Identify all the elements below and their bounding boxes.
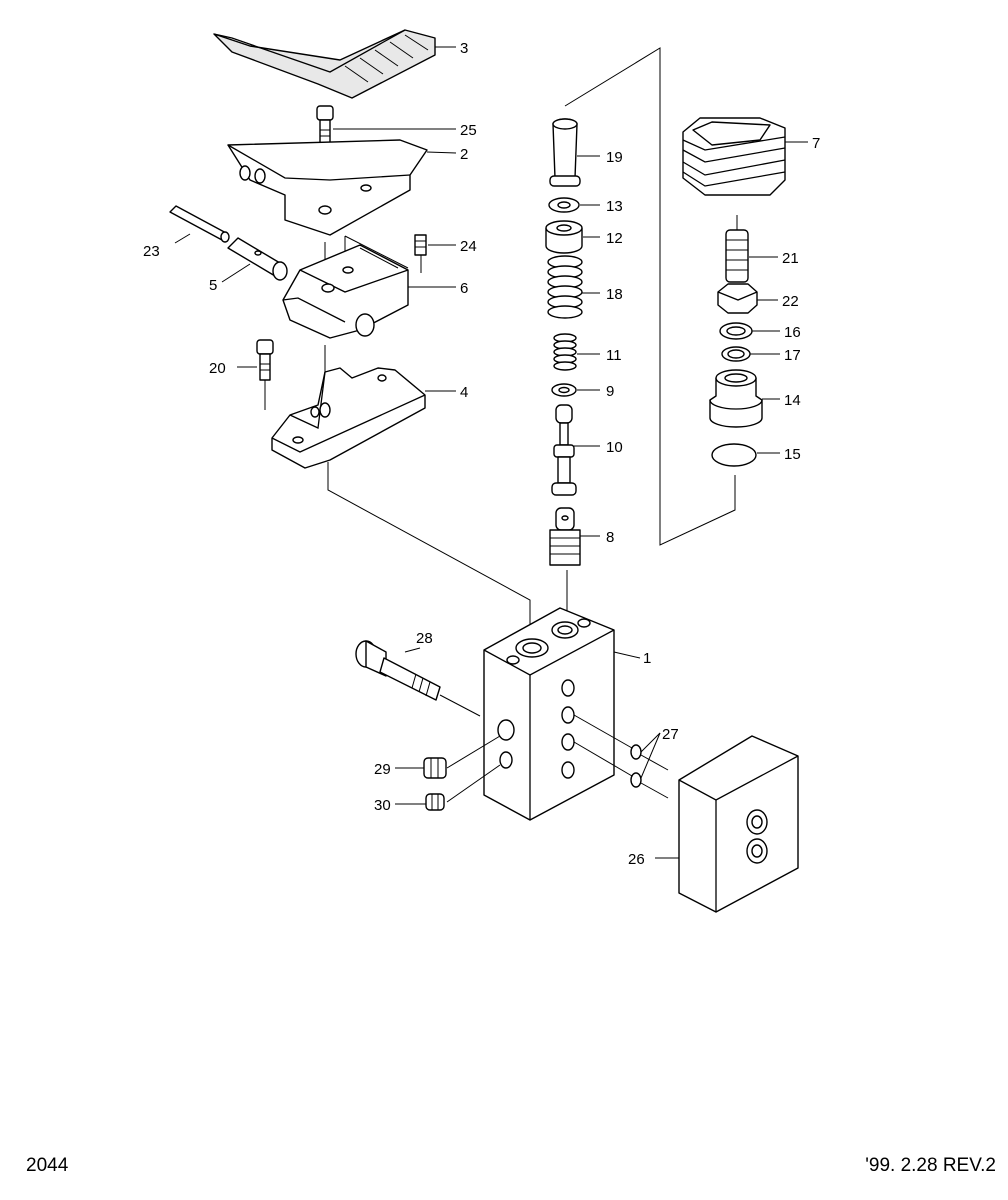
leader-lines <box>174 46 808 859</box>
cap-screw-25 <box>316 105 334 147</box>
sleeve-5 <box>227 237 288 281</box>
callout-11: 11 <box>606 347 622 364</box>
base-bracket <box>271 367 426 469</box>
washer-16 <box>719 322 753 340</box>
hex-nut-22 <box>717 283 758 314</box>
callout-25: 25 <box>460 122 477 139</box>
washer-17 <box>721 346 751 362</box>
callout-22: 22 <box>782 293 799 310</box>
bolt-28 <box>355 640 441 701</box>
callout-23: 23 <box>143 243 160 260</box>
callout-4: 4 <box>460 384 468 401</box>
o-rings-27 <box>630 744 642 788</box>
flange-plate-26 <box>678 735 799 913</box>
callout-27: 27 <box>662 726 679 743</box>
pedal-bracket <box>227 139 428 236</box>
callout-28: 28 <box>416 630 433 647</box>
callout-29: 29 <box>374 761 391 778</box>
callout-1: 1 <box>643 650 651 667</box>
pedal-pad <box>213 29 436 99</box>
callout-labels: 1 2 3 4 5 6 7 8 9 10 11 12 13 14 15 16 1… <box>143 40 820 868</box>
callout-7: 7 <box>812 135 820 152</box>
plug-14 <box>709 369 763 428</box>
plug-29 <box>423 757 447 779</box>
set-screw-24 <box>414 234 427 256</box>
callout-6: 6 <box>460 280 468 297</box>
mating-lines <box>446 714 669 803</box>
callout-14: 14 <box>784 392 801 409</box>
callout-18: 18 <box>606 286 623 303</box>
callout-8: 8 <box>606 529 614 546</box>
cap-screw-20 <box>256 339 274 381</box>
washer-13 <box>548 197 580 213</box>
stud-21 <box>725 229 749 283</box>
valve-body <box>483 607 615 821</box>
seat-12 <box>545 220 583 254</box>
callout-10: 10 <box>606 439 623 456</box>
callout-5: 5 <box>209 277 217 294</box>
callout-16: 16 <box>784 324 801 341</box>
callout-12: 12 <box>606 230 623 247</box>
callout-30: 30 <box>374 797 391 814</box>
o-ring-15 <box>711 443 757 467</box>
page-number: 2044 <box>26 1155 69 1176</box>
pin-23 <box>169 205 230 243</box>
callout-9: 9 <box>606 383 614 400</box>
callout-19: 19 <box>606 149 623 166</box>
callout-20: 20 <box>209 360 226 377</box>
callout-26: 26 <box>628 851 645 868</box>
spool-guide-8 <box>549 507 581 566</box>
washer-9 <box>551 383 577 397</box>
callout-3: 3 <box>460 40 468 57</box>
revision-date: '99. 2.28 REV.2 <box>865 1155 996 1176</box>
callout-17: 17 <box>784 347 801 364</box>
callout-21: 21 <box>782 250 799 267</box>
callout-24: 24 <box>460 238 477 255</box>
callout-15: 15 <box>784 446 801 463</box>
spring-18 <box>547 255 583 319</box>
callout-2: 2 <box>460 146 468 163</box>
boot-7 <box>682 117 786 196</box>
plug-30 <box>425 793 445 811</box>
pivot-block <box>282 244 409 339</box>
callout-13: 13 <box>606 198 623 215</box>
spring-11 <box>553 333 577 371</box>
spool-10 <box>551 404 577 496</box>
plunger-19 <box>549 118 581 187</box>
